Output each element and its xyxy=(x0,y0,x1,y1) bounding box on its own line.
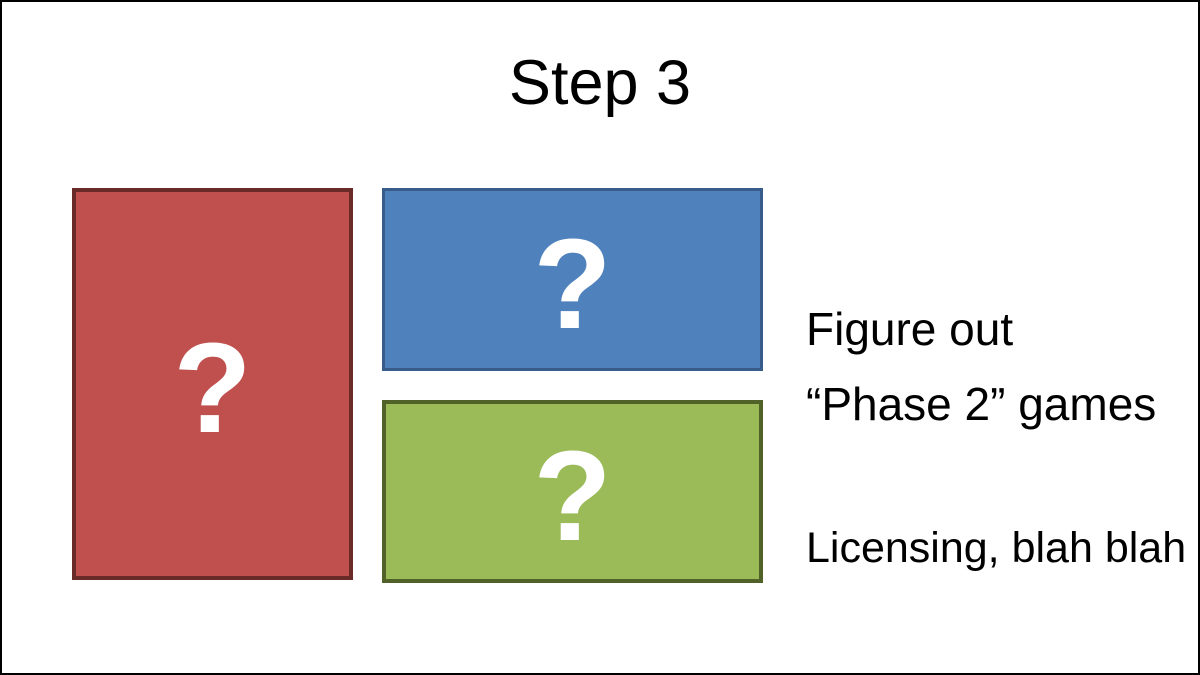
question-mark-blue: ? xyxy=(533,212,612,356)
question-mark-green: ? xyxy=(533,424,612,568)
mystery-box-red: ? xyxy=(72,188,353,580)
annotation-line-1: Figure out xyxy=(806,303,1014,355)
question-mark-red: ? xyxy=(173,317,252,460)
annotation-main: Figure out “Phase 2” games xyxy=(806,292,1156,442)
mystery-box-green: ? xyxy=(382,400,763,583)
slide-title: Step 3 xyxy=(508,48,692,118)
annotation-line-2: “Phase 2” games xyxy=(806,378,1157,430)
annotation-note: Licensing, blah blah xyxy=(806,524,1187,572)
mystery-box-blue: ? xyxy=(382,188,763,371)
